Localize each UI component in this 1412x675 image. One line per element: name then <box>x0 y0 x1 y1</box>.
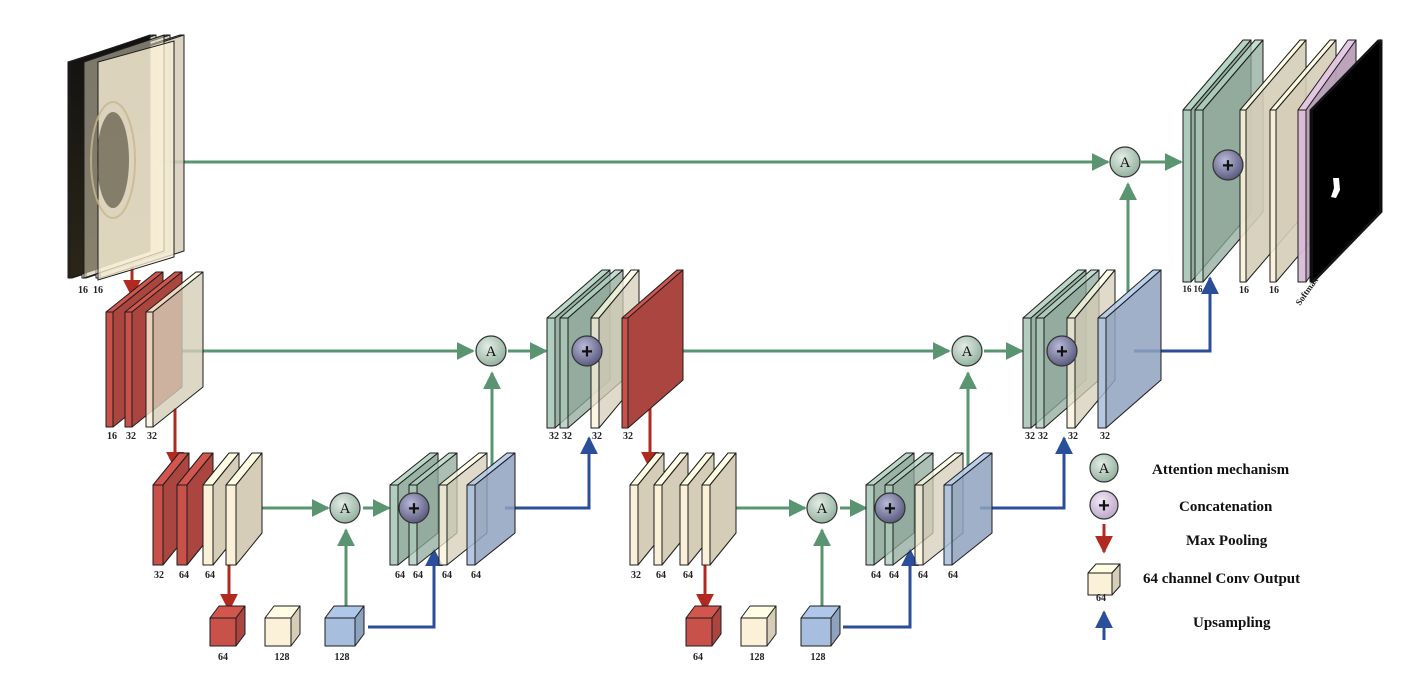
label-b1-up: 128 <box>335 652 350 663</box>
svg-text:+: + <box>884 498 896 520</box>
label-e1-c: 32 <box>147 431 157 442</box>
concat-node-l1-right: + <box>1046 335 1078 367</box>
label-d2-c: 64 <box>442 570 452 581</box>
label-e2r-b: 64 <box>656 570 666 581</box>
legend-upsampling-label: Upsampling <box>1193 615 1271 631</box>
block-b1-conv <box>264 605 301 647</box>
svg-text:A: A <box>340 501 351 517</box>
concat-node-l1-left: + <box>571 335 603 367</box>
label-d2-b: 64 <box>413 570 423 581</box>
label-out-a: 16 <box>1183 284 1193 294</box>
label-e2-c: 64 <box>205 570 215 581</box>
svg-text:+: + <box>1222 155 1234 177</box>
feature-map-blocks <box>67 34 1383 647</box>
label-d1-b: 32 <box>562 431 572 442</box>
svg-text:A: A <box>1099 461 1110 477</box>
concat-node-l2-left: + <box>398 492 430 524</box>
input-image <box>90 101 136 219</box>
label-out-c: 16 <box>1239 285 1249 296</box>
svg-text:A: A <box>962 344 973 360</box>
label-b2-conv: 128 <box>750 652 765 663</box>
block-b2-pool <box>685 605 722 647</box>
legend-cube-prism <box>1087 563 1121 596</box>
label-d1r-c: 32 <box>1068 431 1078 442</box>
upsample-arrow-b1 <box>368 548 443 629</box>
label-e1-a: 16 <box>107 431 117 442</box>
attention-gate-top: A <box>1109 146 1141 178</box>
legend-concat-label: Concatenation <box>1179 499 1273 515</box>
label-d2r-b: 64 <box>889 570 899 581</box>
label-e2-b: 64 <box>179 570 189 581</box>
legend-concat-icon: + <box>1089 490 1119 520</box>
label-b2-pool: 64 <box>693 652 703 663</box>
label-in-b: 16 <box>93 285 103 296</box>
block-b1-up <box>324 605 365 647</box>
label-b1-conv: 128 <box>275 652 290 663</box>
legend-conv-icon <box>1087 563 1121 596</box>
label-d2r-c: 64 <box>918 570 928 581</box>
svg-text:+: + <box>408 498 420 520</box>
label-d2-d: 64 <box>471 570 481 581</box>
output-mask-face <box>1311 38 1381 284</box>
concat-node-l2-right: + <box>874 492 906 524</box>
block-e2r-d <box>701 452 737 566</box>
legend-attention-label: Attention mechanism <box>1152 462 1290 478</box>
concat-node-top: + <box>1212 149 1244 181</box>
label-e1r: 32 <box>623 431 633 442</box>
label-d1r-a: 32 <box>1025 431 1035 442</box>
block-b1-pool <box>209 605 246 647</box>
svg-text:+: + <box>581 341 593 363</box>
block-d2-d <box>466 452 516 566</box>
legend: A Attention mechanism + Concatenation Ma… <box>1087 453 1300 640</box>
attention-gate-l2-right: A <box>806 492 838 524</box>
svg-text:A: A <box>1120 155 1131 171</box>
svg-text:+: + <box>1098 495 1110 517</box>
block-d2r-d <box>943 452 993 566</box>
upsample-arrow-d2r <box>980 436 1073 510</box>
block-e1r <box>621 269 684 429</box>
label-e1-b: 32 <box>126 431 136 442</box>
label-d2-a: 64 <box>395 570 405 581</box>
upsample-arrow-d2l <box>505 436 598 510</box>
svg-text:A: A <box>486 344 497 360</box>
block-e2-d <box>225 452 263 566</box>
svg-text:A: A <box>817 501 828 517</box>
label-d1r-d: 32 <box>1100 431 1110 442</box>
label-e2r-a: 32 <box>631 570 641 581</box>
legend-conv-size: 64 <box>1096 593 1106 604</box>
attention-gate-l1-right: A <box>951 335 983 367</box>
attention-gate-l1-left: A <box>475 335 507 367</box>
block-d1r-d <box>1097 269 1162 429</box>
label-b1-pool: 64 <box>218 652 228 663</box>
label-d2r-d: 64 <box>948 570 958 581</box>
label-d1-c: 32 <box>592 431 602 442</box>
block-e1-c <box>145 271 204 428</box>
label-d1r-b: 32 <box>1038 431 1048 442</box>
legend-maxpool-label: Max Pooling <box>1186 533 1268 549</box>
legend-attention-icon: A <box>1089 453 1119 483</box>
label-in-a: 16 <box>78 285 88 296</box>
input-conv-face-b <box>97 40 175 281</box>
label-e2-a: 32 <box>154 570 164 581</box>
label-d1-a: 32 <box>549 431 559 442</box>
block-b2-conv <box>740 605 777 647</box>
legend-conv-label: 64 channel Conv Output <box>1143 571 1300 587</box>
label-b2-up: 128 <box>811 652 826 663</box>
label-e2r-c: 64 <box>683 570 693 581</box>
svg-text:+: + <box>1056 341 1068 363</box>
output-mask <box>1331 178 1340 198</box>
attention-gate-l2-left: A <box>329 492 361 524</box>
upsample-arrow-b2 <box>843 548 919 629</box>
label-out-b: 16 <box>1194 284 1204 294</box>
label-d2r-a: 64 <box>871 570 881 581</box>
label-out-d: 16 <box>1269 285 1279 296</box>
block-b2-up <box>800 605 841 647</box>
